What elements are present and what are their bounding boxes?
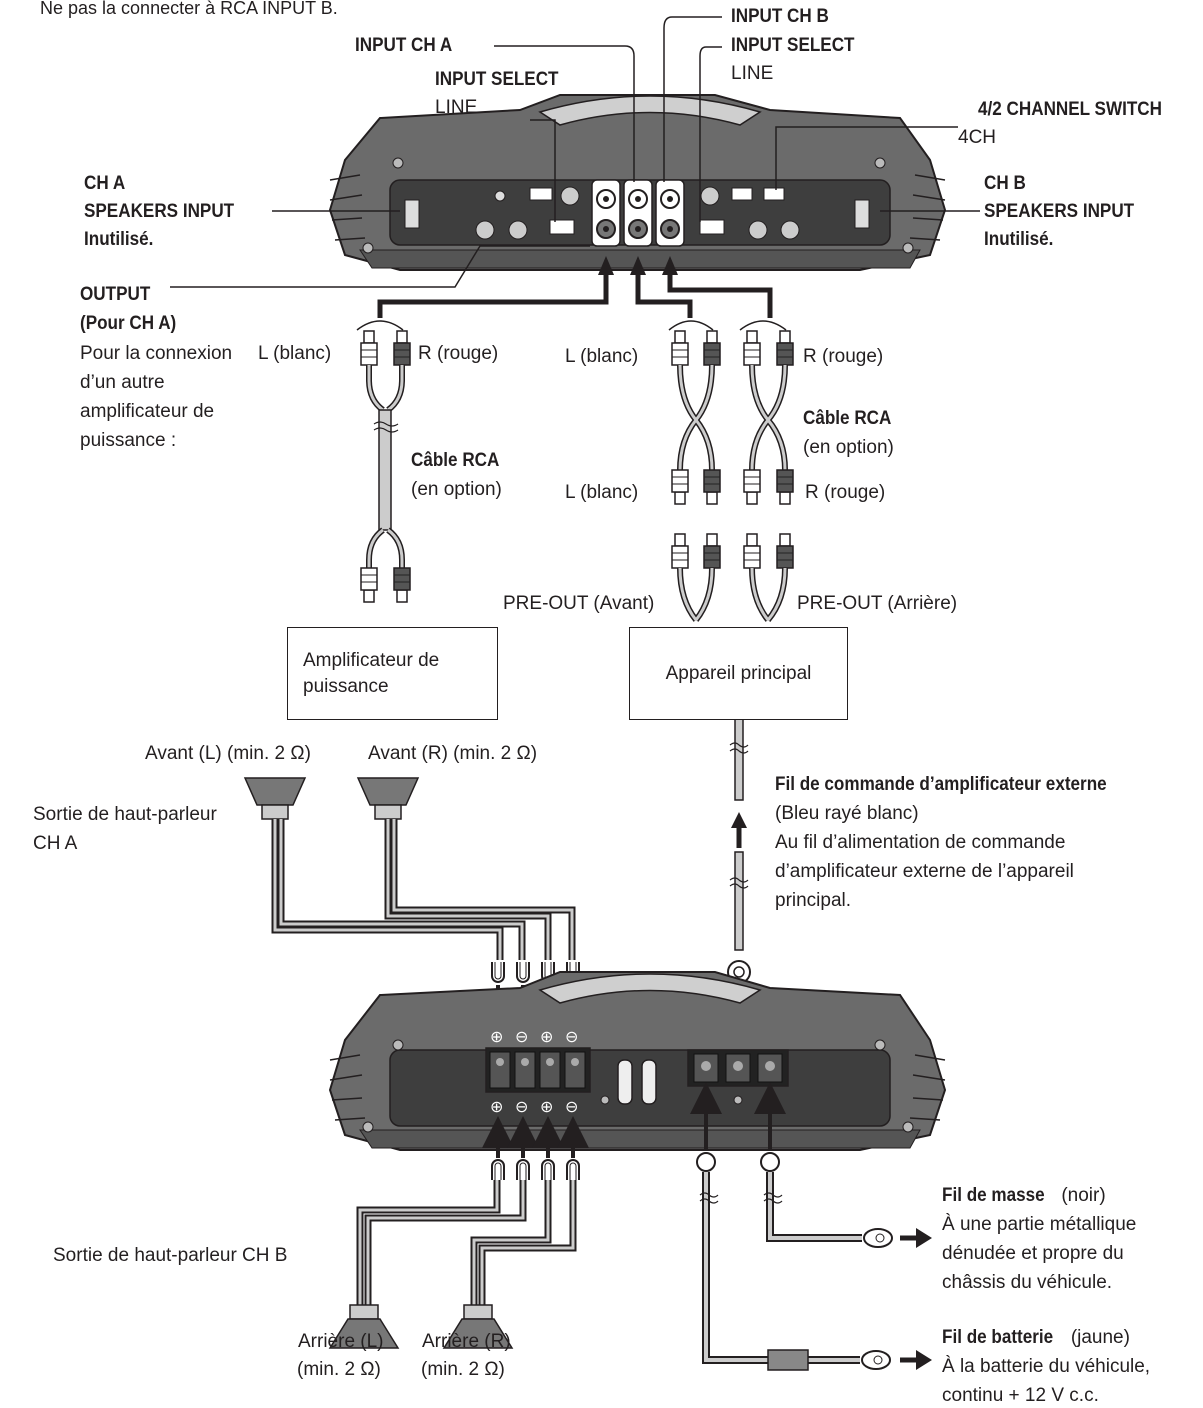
speaker-output-a-1: Sortie de haut-parleur	[33, 804, 217, 825]
rear-left-line-2: (min. 2 Ω)	[297, 1359, 381, 1380]
polarity-bottom-3: ⊕	[540, 1099, 554, 1116]
polarity-bottom-4: ⊖	[565, 1099, 579, 1116]
ch-b-speakers-input: SPEAKERS INPUT	[984, 201, 1135, 222]
front-left-label: Avant (L) (min. 2 Ω)	[145, 743, 311, 764]
cable-rca-label-1: Câble RCA	[411, 450, 500, 471]
polarity-bottom-2: ⊖	[515, 1099, 529, 1116]
power-amp-line-1: Amplificateur de	[303, 649, 440, 671]
output-desc-2: d’un autre	[80, 372, 165, 393]
rca-cable-rear	[739, 320, 794, 622]
ground-wire-desc-1: À une partie métallique	[942, 1214, 1137, 1235]
top-amplifier	[328, 94, 947, 271]
head-unit-box: Appareil principal	[629, 627, 848, 720]
ground-wire-title: Fil de masse	[942, 1185, 1045, 1206]
ch-a-label: CH A	[84, 173, 126, 194]
channel-switch-value: 4CH	[958, 127, 997, 148]
power-wires	[690, 1082, 932, 1371]
ground-wire-desc-2: dénudée et propre du	[942, 1243, 1124, 1264]
ch-b-label: CH B	[984, 173, 1026, 194]
ch-a-speakers-input: SPEAKERS INPUT	[84, 201, 235, 222]
power-amplifier-box: Amplificateur de puissance	[287, 627, 498, 720]
input-ch-b-label: INPUT CH B	[731, 6, 829, 27]
output-desc-1: Pour la connexion	[80, 343, 233, 364]
line-b-label: LINE	[731, 63, 774, 84]
rear-right-line-2: (min. 2 Ω)	[421, 1359, 505, 1380]
front-right-label: Avant (R) (min. 2 Ω)	[368, 743, 538, 764]
ground-wire-desc-3: châssis du véhicule.	[942, 1272, 1113, 1293]
label-l-blanc-1: L (blanc)	[258, 343, 332, 364]
leader-lines-top	[170, 16, 980, 288]
channel-switch-label: 4/2 CHANNEL SWITCH	[978, 99, 1163, 120]
remote-wire-desc-1: Au fil d’alimentation de commande	[775, 832, 1066, 853]
power-amp-line-2: puissance	[303, 675, 389, 697]
bottom-amplifier	[328, 971, 947, 1151]
rear-speakers	[328, 1116, 589, 1349]
polarity-top-4: ⊖	[565, 1029, 579, 1046]
label-l-blanc-3: L (blanc)	[565, 482, 639, 503]
input-select-a-label: INPUT SELECT	[435, 69, 559, 90]
battery-wire-title: Fil de batterie	[942, 1327, 1054, 1348]
output-subtitle: (Pour CH A)	[80, 313, 177, 334]
label-l-blanc-2: L (blanc)	[565, 346, 639, 367]
cable-rca-option-1: (en option)	[411, 479, 502, 500]
input-select-b-label: INPUT SELECT	[731, 35, 855, 56]
top-note: Ne pas la connecter à RCA INPUT B.	[40, 0, 338, 18]
output-desc-3: amplificateur de	[80, 401, 215, 422]
battery-wire-color: (jaune)	[1070, 1327, 1130, 1348]
ground-wire-title-row: Fil de masse (noir)	[942, 1184, 1106, 1208]
signal-arrows	[598, 256, 678, 275]
battery-wire-desc-2: continu + 12 V c.c.	[942, 1385, 1099, 1406]
head-unit-label: Appareil principal	[665, 662, 812, 684]
cable-rca-option-2: (en option)	[803, 437, 894, 458]
output-title: OUTPUT	[80, 284, 151, 305]
polarity-top-2: ⊖	[515, 1029, 529, 1046]
speaker-output-b: Sortie de haut-parleur CH B	[53, 1245, 288, 1266]
label-r-rouge-3: R (rouge)	[805, 482, 886, 503]
polarity-top-1: ⊕	[490, 1029, 504, 1046]
ground-wire-color: (noir)	[1061, 1185, 1106, 1206]
speaker-output-a-2: CH A	[33, 833, 78, 854]
preout-rear-label: PRE-OUT (Arrière)	[797, 593, 958, 614]
battery-wire-title-row: Fil de batterie (jaune)	[942, 1326, 1130, 1350]
line-a-label: LINE	[435, 97, 478, 118]
rca-cable-front	[668, 320, 721, 622]
ch-b-unused: Inutilisé.	[984, 229, 1054, 250]
rear-left-line-1: Arrière (L)	[298, 1331, 384, 1352]
battery-wire-desc-1: À la batterie du véhicule,	[942, 1356, 1151, 1377]
polarity-top-3: ⊕	[540, 1029, 554, 1046]
label-r-rouge-2: R (rouge)	[803, 346, 884, 367]
front-speakers	[243, 777, 589, 1031]
rear-right-line-1: Arrière (R)	[422, 1331, 511, 1352]
remote-wire-desc-3: principal.	[775, 890, 852, 911]
remote-wire-color: (Bleu rayé blanc)	[775, 803, 919, 824]
ch-a-unused: Inutilisé.	[84, 229, 154, 250]
cable-rca-label-2: Câble RCA	[803, 408, 892, 429]
output-desc-4: puissance :	[80, 430, 177, 451]
label-r-rouge-1: R (rouge)	[418, 343, 499, 364]
input-ch-a-label: INPUT CH A	[355, 35, 453, 56]
signal-paths	[377, 272, 773, 318]
polarity-bottom-1: ⊕	[490, 1099, 504, 1116]
preout-front-label: PRE-OUT (Avant)	[503, 593, 655, 614]
rca-cable-left	[356, 320, 411, 603]
remote-wire-desc-2: d’amplificateur externe de l’appareil	[775, 861, 1074, 882]
remote-wire-title: Fil de commande d’amplificateur externe	[775, 774, 1107, 795]
